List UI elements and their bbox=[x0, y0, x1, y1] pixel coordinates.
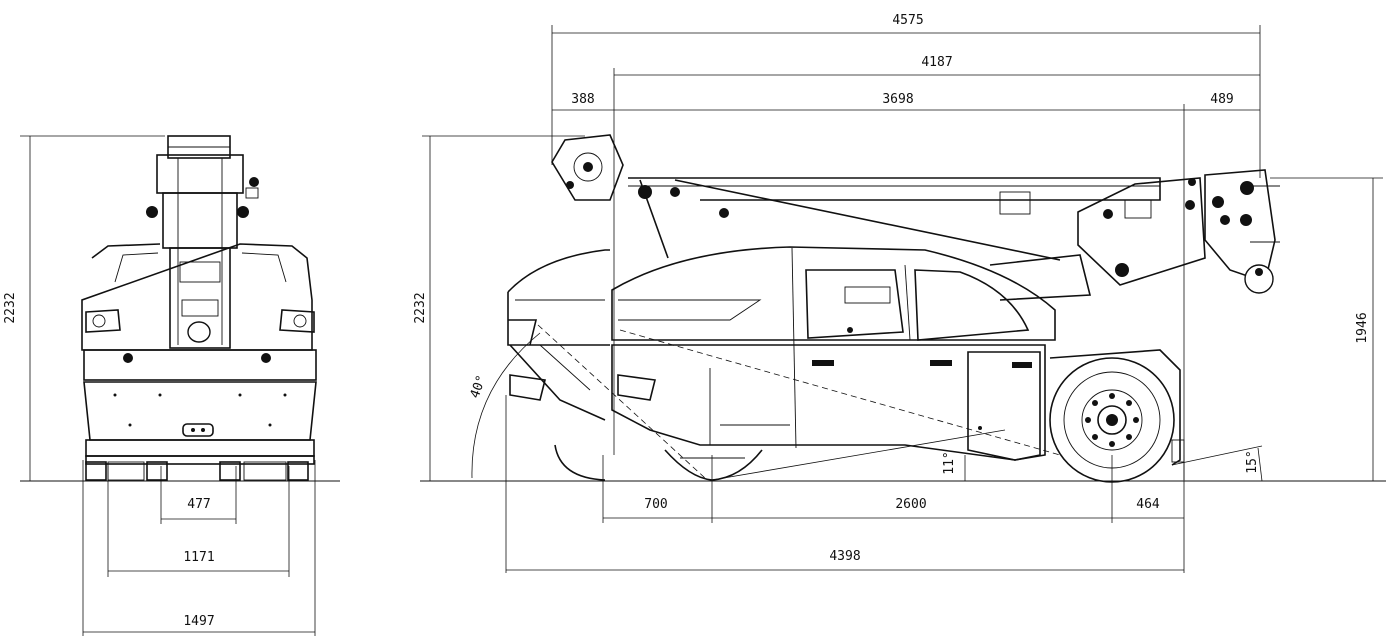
dim-2600: 2600 bbox=[895, 497, 926, 512]
angle-15: 15° bbox=[1245, 450, 1260, 473]
front-height-dimension bbox=[20, 135, 165, 481]
front-width-477: 477 bbox=[187, 497, 210, 512]
angle-11: 11° bbox=[942, 451, 957, 474]
front-width-1497: 1497 bbox=[183, 614, 214, 629]
dim-3698: 3698 bbox=[882, 92, 913, 107]
dim-489: 489 bbox=[1210, 92, 1233, 107]
angle-40: 40° bbox=[468, 373, 490, 400]
side-right-height-label: 1946 bbox=[1355, 312, 1370, 343]
side-view bbox=[471, 134, 1280, 483]
dim-700: 700 bbox=[644, 497, 667, 512]
dim-4187: 4187 bbox=[921, 55, 952, 70]
side-height-label: 2232 bbox=[413, 292, 428, 323]
dim-4398: 4398 bbox=[829, 549, 860, 564]
front-width-dimensions bbox=[82, 460, 316, 636]
front-height-label: 2232 bbox=[3, 292, 18, 323]
boom-head bbox=[551, 134, 624, 201]
side-bottom-dimensions bbox=[505, 395, 1185, 573]
side-top-dimensions bbox=[551, 25, 1261, 480]
dim-464: 464 bbox=[1136, 497, 1160, 512]
dim-4575: 4575 bbox=[892, 13, 923, 28]
side-height-dimensions bbox=[422, 135, 1383, 481]
dim-388: 388 bbox=[571, 92, 594, 107]
front-width-1171: 1171 bbox=[183, 550, 214, 565]
cab-body bbox=[611, 246, 1056, 341]
front-view bbox=[81, 135, 317, 481]
